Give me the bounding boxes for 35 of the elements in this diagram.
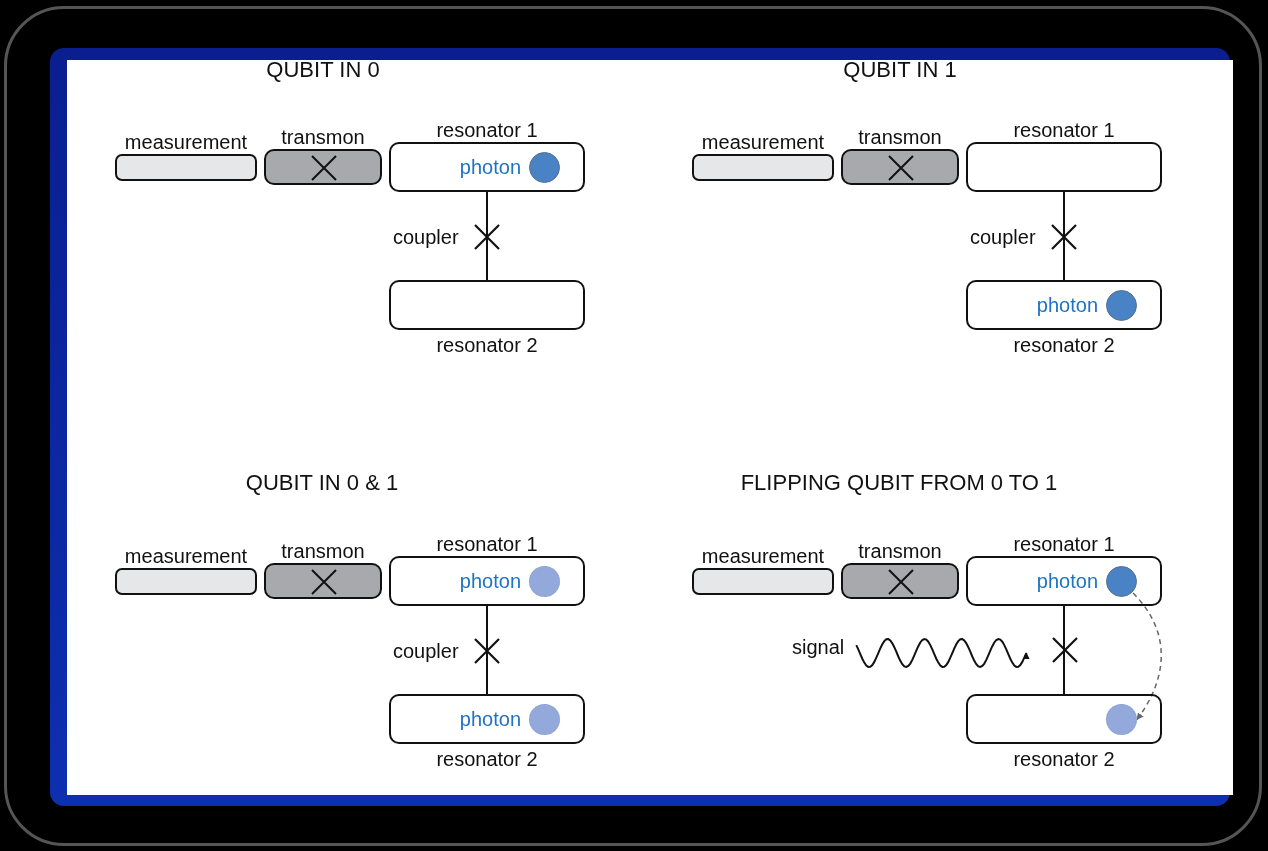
box-label: transmon <box>281 540 365 562</box>
box-label: resonator 1 <box>436 533 538 555</box>
panel-title: QUBIT IN 0 <box>266 58 380 82</box>
box-label: measurement <box>124 545 248 567</box>
box-label: transmon <box>858 540 942 562</box>
photon-label: photon <box>459 708 521 730</box>
box-label: measurement <box>124 131 248 153</box>
panel-title: FLIPPING QUBIT FROM 0 TO 1 <box>740 471 1058 495</box>
photon-label: photon <box>459 570 521 592</box>
coupler-label: coupler <box>393 226 459 248</box>
arrow <box>1132 592 1162 721</box>
box-label: resonator 2 <box>436 334 538 356</box>
box-label: resonator 2 <box>1013 748 1115 770</box>
box-label: measurement <box>701 545 825 567</box>
coupler-label: coupler <box>970 226 1036 248</box>
panel-title: QUBIT IN 1 <box>843 58 957 82</box>
coupler-label: coupler <box>393 640 459 662</box>
box-label: measurement <box>701 131 825 153</box>
box-label: resonator 1 <box>1013 119 1115 141</box>
photon-label: photon <box>1036 570 1098 592</box>
wavy-arrow <box>855 637 1030 669</box>
panel-title: QUBIT IN 0 & 1 <box>245 471 399 495</box>
signal-label: signal <box>792 636 845 658</box>
box-label: resonator 1 <box>1013 533 1115 555</box>
photon-label: photon <box>459 156 521 178</box>
box-label: transmon <box>858 126 942 148</box>
box-label: transmon <box>281 126 365 148</box>
box-label: resonator 1 <box>436 119 538 141</box>
coupler-line <box>486 605 488 695</box>
box-label: resonator 2 <box>436 748 538 770</box>
coupler-line <box>486 191 488 281</box>
photon-label: photon <box>1036 294 1098 316</box>
box-label: resonator 2 <box>1013 334 1115 356</box>
coupler-line <box>1063 191 1065 281</box>
coupler-line <box>1063 605 1065 695</box>
